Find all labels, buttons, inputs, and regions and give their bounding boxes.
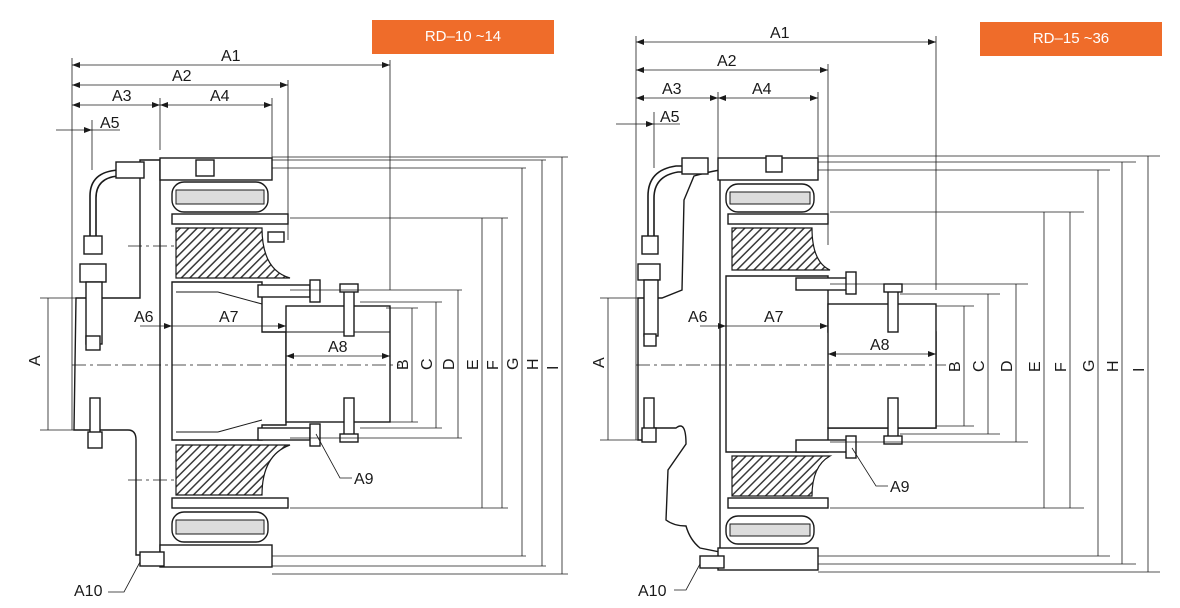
label-c: C <box>419 358 436 370</box>
bolts-rd15-36 <box>641 271 903 569</box>
label-a: A <box>591 357 608 368</box>
housing-rd15-36 <box>637 157 829 571</box>
label-a5: A5 <box>100 115 120 132</box>
label-d: D <box>999 360 1016 372</box>
label-a6: A6 <box>134 309 154 326</box>
label-a4: A4 <box>210 88 230 105</box>
drawing-rd10-14: A1 A2 A3 A4 A5 <box>27 48 568 600</box>
label-e: E <box>465 359 482 370</box>
label-d: D <box>441 358 458 370</box>
elastomer-rd15-36 <box>731 227 833 497</box>
label-b: B <box>947 361 964 372</box>
dim-a3: A3 <box>72 88 160 108</box>
label-a4: A4 <box>752 81 772 98</box>
grease-line-rd10-14 <box>79 159 215 351</box>
dim-a5: A5 <box>616 109 680 168</box>
dim-a2: A2 <box>636 53 828 73</box>
callout-a10: A10 <box>74 561 141 600</box>
label-a6: A6 <box>688 309 708 326</box>
hub-rd15-36 <box>725 275 937 453</box>
elastomer-rd10-14 <box>175 227 291 496</box>
grease-line-rd15-36 <box>637 155 783 347</box>
label-a: A <box>27 355 44 366</box>
dim-a2: A2 <box>72 68 288 88</box>
label-i: I <box>1131 368 1148 372</box>
vertical-dims-rd10-14: A B C D E F G H I <box>27 157 563 574</box>
hub-rd10-14 <box>171 281 391 441</box>
callout-a9: A9 <box>315 433 374 488</box>
label-g: G <box>1081 360 1098 372</box>
label-h: H <box>525 358 542 370</box>
dim-a6-a7-a8: A6 A7 A8 <box>688 309 936 357</box>
vertical-dims-rd15-36: A B C D E F G H I <box>591 156 1149 572</box>
label-f: F <box>485 360 502 370</box>
label-a8: A8 <box>328 339 348 356</box>
model-badge-rd10-14: RD–10 ~14 <box>372 20 554 54</box>
label-a2: A2 <box>717 53 737 70</box>
label-a8: A8 <box>870 337 890 354</box>
label-a3: A3 <box>112 88 132 105</box>
label-a1: A1 <box>770 25 790 42</box>
dim-a1: A1 <box>72 48 390 68</box>
model-badge-rd15-36: RD–15 ~36 <box>980 22 1162 56</box>
label-f: F <box>1053 362 1070 372</box>
label-a7: A7 <box>764 309 784 326</box>
label-a9: A9 <box>890 479 910 496</box>
dim-a1: A1 <box>636 25 936 45</box>
label-g: G <box>505 358 522 370</box>
label-h: H <box>1105 360 1122 372</box>
housing-rd10-14 <box>73 157 289 568</box>
bolts-rd10-14 <box>87 231 359 567</box>
label-e: E <box>1027 361 1044 372</box>
label-i: I <box>545 366 562 370</box>
label-a5: A5 <box>660 109 680 126</box>
drawing-rd15-36: A1 A2 A3 A4 A5 <box>591 25 1160 600</box>
label-a9: A9 <box>354 471 374 488</box>
label-a10: A10 <box>638 583 667 600</box>
label-c: C <box>971 360 988 372</box>
label-a10: A10 <box>74 583 103 600</box>
dim-a5: A5 <box>56 115 120 170</box>
dim-a3: A3 <box>636 81 718 101</box>
dim-a4: A4 <box>160 88 272 108</box>
label-a3: A3 <box>662 81 682 98</box>
dim-a4: A4 <box>718 81 818 101</box>
callout-a9: A9 <box>851 447 910 496</box>
label-a7: A7 <box>219 309 239 326</box>
label-a2: A2 <box>172 68 192 85</box>
callout-a10: A10 <box>638 563 701 600</box>
label-b: B <box>395 359 412 370</box>
dim-a6-a7-a8: A6 A7 A8 <box>134 309 390 359</box>
label-a1: A1 <box>221 48 241 65</box>
